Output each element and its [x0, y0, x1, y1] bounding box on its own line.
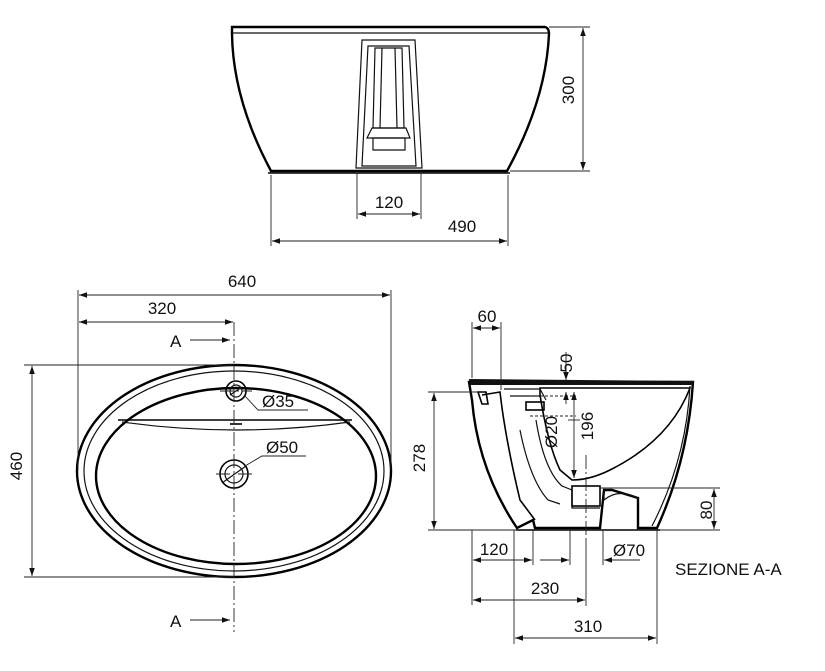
front-basin-outline	[230, 25, 551, 173]
section-title: SEZIONE A-A	[675, 560, 782, 579]
front-drain-column	[355, 39, 423, 169]
plan-depth-label: 460	[7, 452, 26, 480]
section-rim-thickness-label: 50	[557, 354, 576, 373]
section-base-depth-label: 230	[531, 579, 559, 598]
section-mark-bottom: A	[170, 612, 182, 631]
plan-bowl	[94, 386, 378, 566]
plan-width-label: 640	[228, 272, 256, 291]
section-height-label: 278	[410, 444, 429, 472]
drain-hole-label: Ø50	[266, 438, 298, 457]
section-base-height-label: 80	[697, 501, 716, 520]
section-depth-label: 310	[574, 617, 602, 636]
plan-view: Ø35 Ø50 A A 640 320 460	[7, 272, 393, 632]
section-mark-top: A	[170, 332, 182, 351]
front-drain-width-label: 120	[375, 193, 403, 212]
section-outer-profile	[467, 380, 695, 530]
front-view: 300 120 490	[230, 25, 590, 246]
section-inner-depth-label: 196	[578, 412, 597, 440]
section-inner-offset-label: 120	[480, 540, 508, 559]
section-inner-bowl	[539, 387, 692, 481]
tap-hole-label: Ø35	[262, 392, 294, 411]
front-base-width-label: 490	[448, 217, 476, 236]
section-drain-dia-label: Ø70	[613, 541, 645, 560]
plan-half-width-label: 320	[148, 299, 176, 318]
section-overflow-label: Ø20	[542, 416, 561, 448]
section-rim-offset-label: 60	[478, 307, 497, 326]
section-view: 60 50 Ø20 196 278 80 120 Ø70 230	[410, 307, 782, 644]
overflow-hole	[525, 401, 545, 411]
front-height-label: 300	[559, 76, 578, 104]
